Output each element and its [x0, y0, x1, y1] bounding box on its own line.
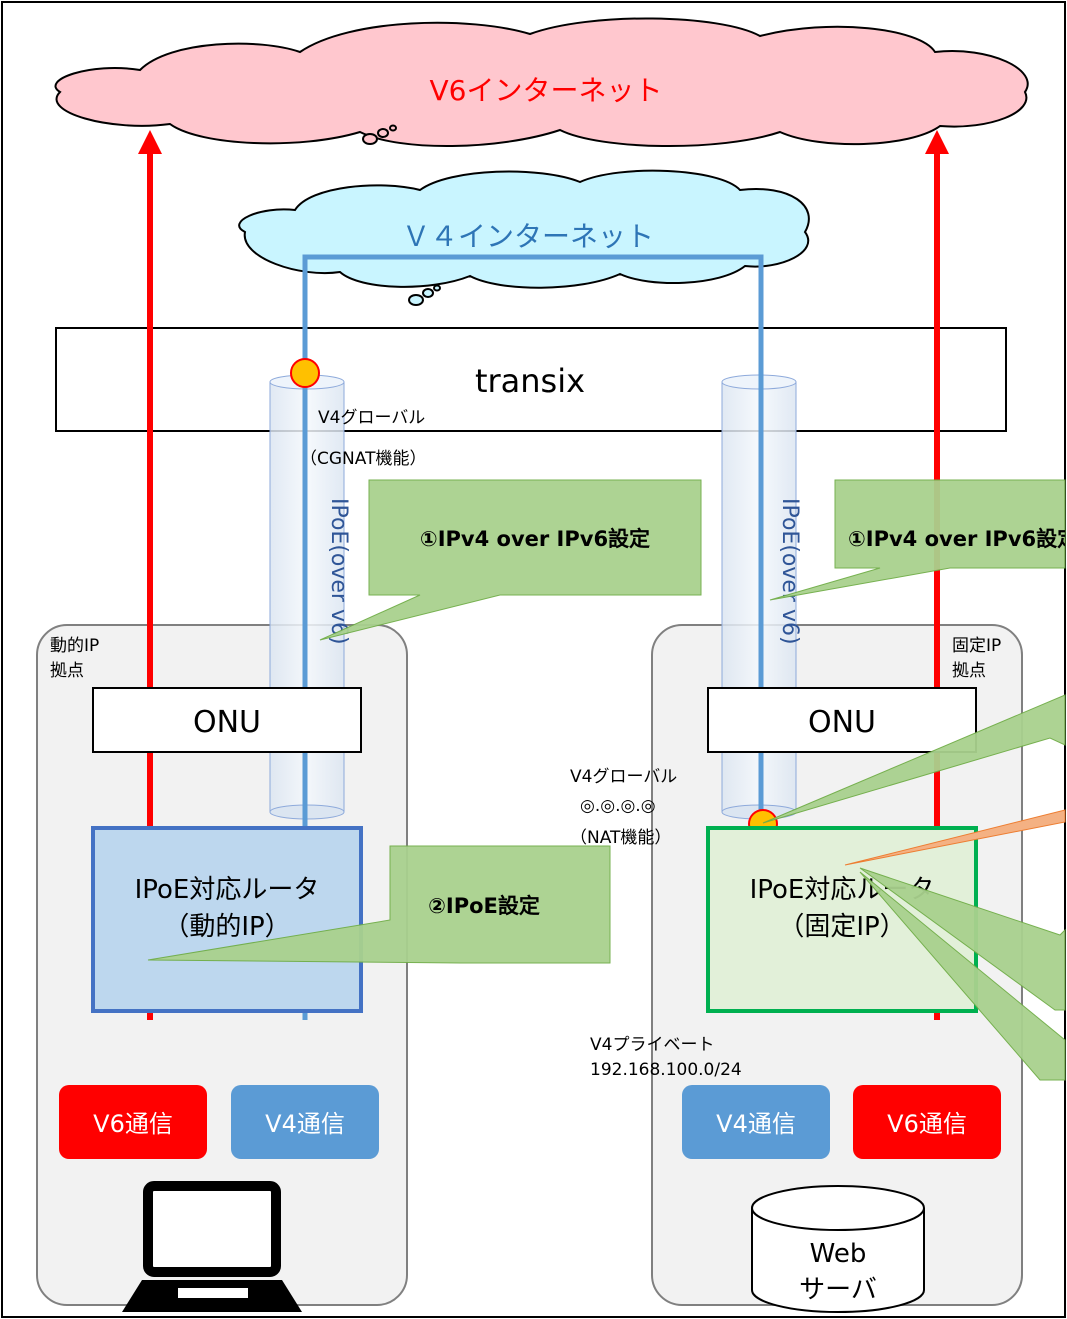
left-onu-label: ONU	[193, 705, 261, 740]
cgnat-label-line1: V4グローバル	[318, 408, 425, 428]
v4-internet-label: Ｖ４インターネット	[402, 220, 654, 253]
v4-route-line	[302, 254, 771, 1020]
ipoe-setting-callout	[147, 845, 611, 964]
left-onu-box	[92, 687, 362, 753]
left-router-box	[91, 826, 363, 1013]
left-callout-text: ①IPv4 over IPv6設定	[420, 527, 650, 551]
router-callout-pointer-a	[859, 867, 1066, 1011]
v6-internet-label: V6インターネット	[430, 74, 663, 107]
private-label-line1: V4プライベート	[590, 1035, 714, 1055]
nat-label-line2: ◎.◎.◎.◎	[580, 796, 656, 816]
nat-label-line3: （NAT機能）	[570, 828, 671, 848]
ipoe-callout-text: ②IPoE設定	[428, 894, 540, 918]
right-onu-label: ONU	[808, 705, 876, 740]
left-v4-comm-box	[231, 1085, 379, 1159]
orange-callout-pointer	[844, 809, 1066, 866]
right-v6-comm-label: V6通信	[887, 1110, 967, 1138]
right-v4-comm-label: V4通信	[716, 1110, 796, 1138]
left-v6-comm-label: V6通信	[93, 1110, 173, 1138]
left-ipv4-over-ipv6-callout	[319, 479, 702, 641]
server-label-line2: サーバ	[799, 1275, 877, 1305]
left-router-label-line2: （動的IP）	[163, 912, 290, 942]
left-v4-comm-label: V4通信	[265, 1110, 345, 1138]
right-site-label-line2: 拠点	[952, 661, 986, 681]
right-onu-box	[707, 687, 977, 753]
nat-label-line1: V4グローバル	[570, 767, 677, 787]
right-tunnel-label: IPoE(over v6)	[777, 498, 802, 645]
right-v6-comm-box	[853, 1085, 1001, 1159]
left-v6-comm-box	[59, 1085, 207, 1159]
router-callout-pointer-b	[859, 871, 1066, 1081]
right-v4-comm-box	[682, 1085, 830, 1159]
right-router-label-line2: （固定IP）	[778, 912, 905, 942]
right-callout-text: ①IPv4 over IPv6設定	[848, 527, 1067, 551]
cgnat-label-line2: （CGNAT機能）	[300, 449, 426, 469]
transix-box	[55, 327, 1007, 432]
dot-callout-pointer	[762, 694, 1066, 824]
server-label-line1: Web	[810, 1239, 867, 1269]
left-endpoint-dot	[290, 358, 320, 388]
database-icon	[751, 1185, 925, 1313]
transix-label: transix	[475, 362, 585, 400]
private-label-line2: 192.168.100.0/24	[590, 1060, 742, 1080]
right-ipv4-over-ipv6-callout	[769, 479, 1066, 601]
left-tunnel-label: IPoE(over v6)	[326, 498, 351, 645]
v6-internet-cloud	[54, 17, 1029, 148]
left-site-label-line1: 動的IP	[50, 636, 99, 656]
left-site-label-line2: 拠点	[50, 661, 84, 681]
right-site-label-line1: 固定IP	[952, 636, 1001, 656]
laptop-icon	[122, 1181, 302, 1312]
left-router-label-line1: IPoE対応ルータ	[135, 875, 320, 905]
